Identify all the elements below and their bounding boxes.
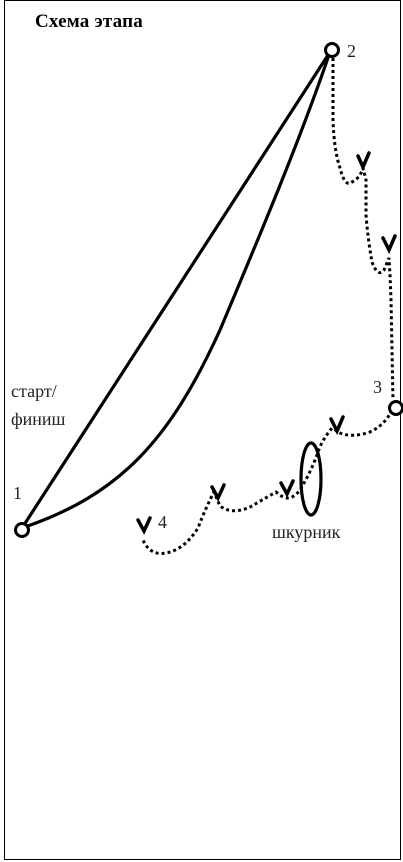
route-line-curved [21,51,332,530]
point-1-label: 1 [13,483,22,503]
start-finish-label-line1: старт/ [11,381,57,401]
point-3-marker [388,400,403,416]
point-2-marker [324,42,340,58]
checkpoint-y-icon [136,516,152,535]
point-1-marker [14,522,30,538]
diagram-title: Схема этапа [35,11,143,32]
checkpoint-y-icon [356,151,371,172]
point-3-label: 3 [373,377,382,397]
point-4-label: 4 [158,512,167,532]
shkurnik-label: шкурник [272,522,341,542]
route-line-straight [20,51,332,529]
dotted-path-2-3 [331,58,395,401]
checkpoint-y-icon [329,415,345,436]
checkpoint-y-icon [381,234,397,255]
shkurnik-ellipse [299,441,323,517]
checkpoint-y-icon [279,479,295,498]
start-finish-label-line2: финиш [11,409,66,429]
diagram-frame [4,0,401,860]
checkpoint-y-icon [210,483,226,502]
dotted-path-3-4 [141,409,394,555]
point-2-label: 2 [347,41,356,61]
